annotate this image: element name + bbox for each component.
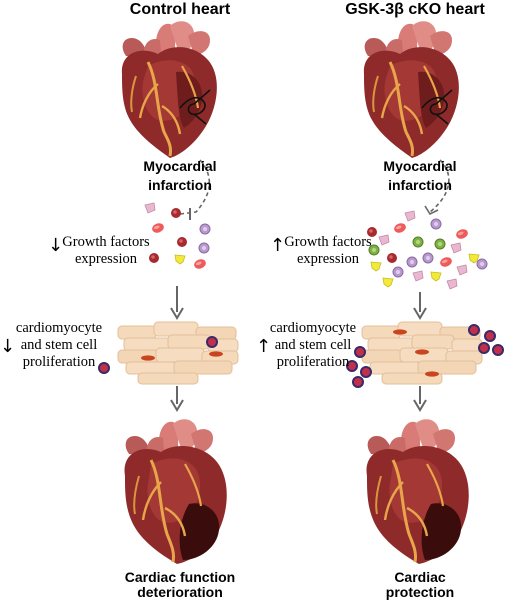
arrow-head-2-right xyxy=(413,399,427,412)
arrow-head-2-left xyxy=(170,399,184,412)
right-outcome-line2: protection xyxy=(385,584,455,600)
left-prolif-direction-arrow: ↓ xyxy=(0,336,16,357)
right-growth-direction-arrow: ↑ xyxy=(270,235,286,256)
arrow-head-1-left xyxy=(170,307,184,320)
right-prolif-line2: and stem cell xyxy=(274,337,352,353)
right-column-title: GSK-3β cKO heart xyxy=(345,1,485,18)
control-heart-illustration xyxy=(120,19,219,160)
right-event-line1: Myocardial xyxy=(383,158,457,174)
right-growth-line1: Growth factors xyxy=(284,234,372,250)
left-growth-line2: expression xyxy=(74,251,137,267)
right-prolif-line1: cardiomyocyte xyxy=(269,320,357,336)
infarcted-heart-illustration-left xyxy=(123,417,229,566)
right-prolif-line3: proliferation xyxy=(276,354,350,370)
right-growth-line2: expression xyxy=(296,251,359,267)
right-outcome-line1: Cardiac xyxy=(394,569,446,585)
myocardium-tissue-right xyxy=(361,321,483,385)
left-event-line1: Myocardial xyxy=(143,158,217,174)
dashed-arrow-head-right xyxy=(424,205,439,216)
left-growth-line1: Growth factors xyxy=(62,234,150,250)
left-prolif-line2: and stem cell xyxy=(20,337,98,353)
right-prolif-direction-arrow: ↑ xyxy=(256,336,272,357)
left-prolif-line3: proliferation xyxy=(22,354,96,370)
left-prolif-line1: cardiomyocyte xyxy=(15,320,103,336)
left-outcome-line1: Cardiac function xyxy=(124,569,236,585)
growth-factors-cluster-right xyxy=(367,210,488,290)
left-outcome-line2: deterioration xyxy=(137,584,223,600)
inhibition-line-left xyxy=(179,159,211,215)
left-column-title: Control heart xyxy=(129,1,231,18)
arrow-head-1-right xyxy=(413,307,427,320)
left-event-line2: infarction xyxy=(148,177,212,193)
myocardium-tissue-left xyxy=(117,321,239,385)
left-growth-direction-arrow: ↓ xyxy=(48,235,64,256)
protected-heart-illustration-right xyxy=(365,417,471,566)
cko-heart-illustration xyxy=(362,19,461,160)
right-event-line2: infarction xyxy=(388,177,452,193)
